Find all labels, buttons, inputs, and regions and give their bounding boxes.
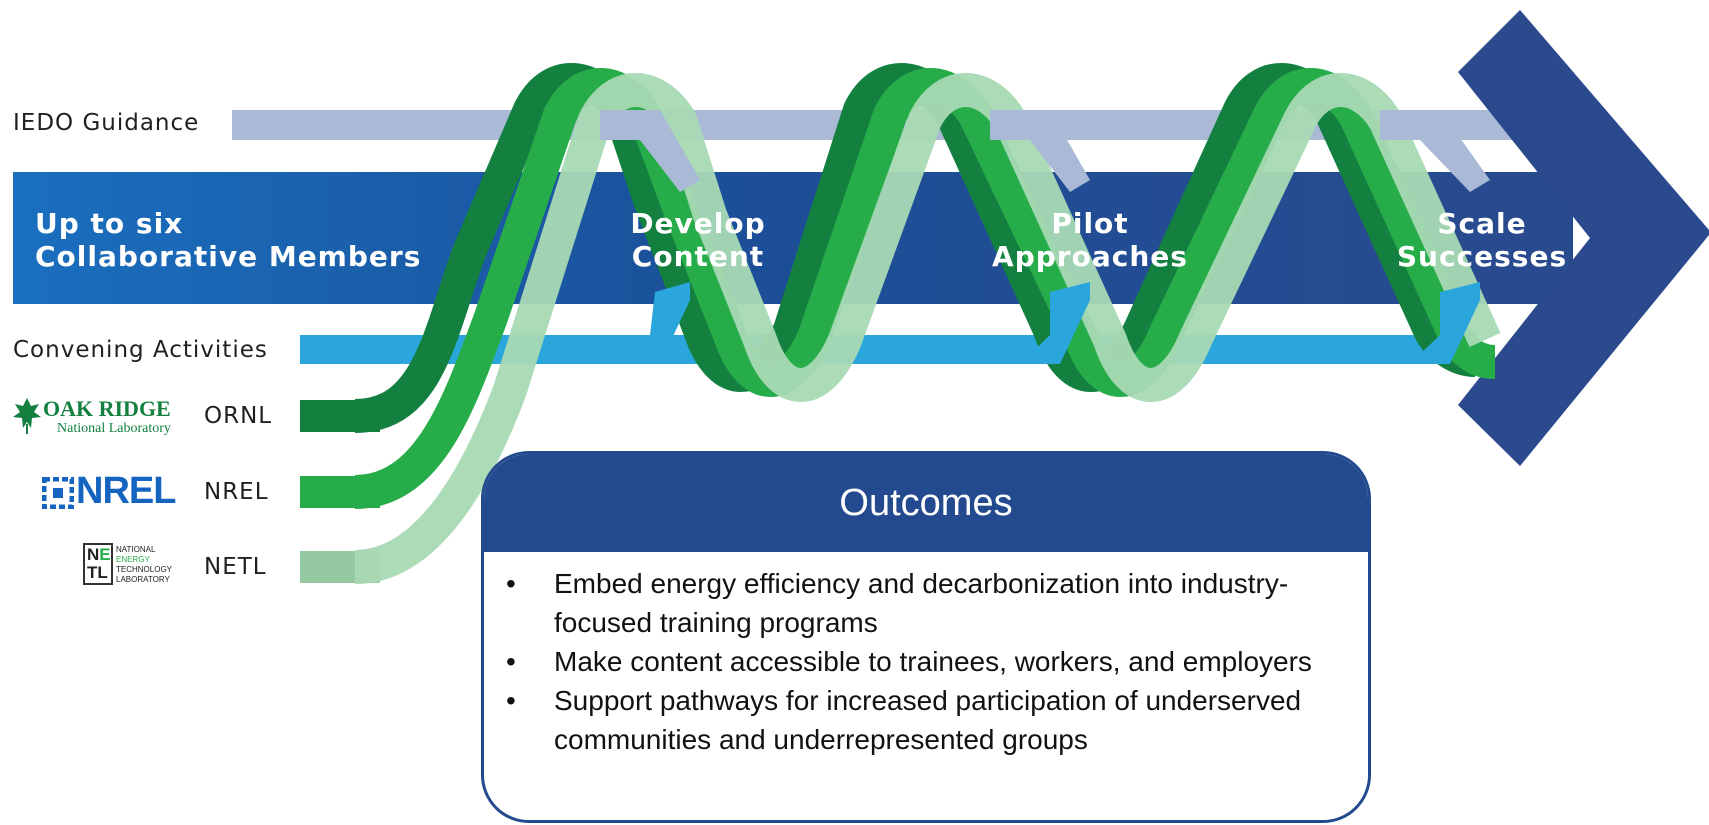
- netl-logo-letters: NE TL: [87, 546, 111, 582]
- stage-scale-successes: Scale Successes: [1372, 207, 1592, 273]
- guidance-fold-1: [600, 110, 700, 192]
- oak-leaf-icon: [13, 398, 41, 434]
- outcome-text: Make content accessible to trainees, wor…: [554, 646, 1312, 677]
- convening-fold-2: [1020, 282, 1090, 364]
- convening-fold-3: [1410, 282, 1480, 364]
- outcomes-list: • Embed energy efficiency and decarboniza…: [484, 564, 1368, 759]
- netl-letter-e: E: [99, 545, 111, 564]
- stage-scale-line2: Successes: [1396, 240, 1568, 273]
- guidance-fold-3: [1380, 110, 1490, 192]
- outcome-text: Embed energy efficiency and decarbonizat…: [554, 568, 1289, 638]
- nrel-label: NREL: [204, 479, 269, 505]
- netl-label: NETL: [204, 554, 267, 580]
- ornl-label: ORNL: [204, 403, 273, 429]
- stage-pilot-line1: Pilot: [1051, 207, 1129, 240]
- bullet-icon: •: [506, 646, 516, 677]
- collaborative-label: Up to six Collaborative Members: [35, 207, 421, 273]
- netl-word-1: NATIONAL: [116, 545, 156, 554]
- netl-logo: NE TL NATIONAL ENERGY TECHNOLOGY LABORAT…: [83, 543, 188, 589]
- stage-develop-line2: Content: [631, 240, 765, 273]
- convening-label: Convening Activities: [13, 337, 268, 363]
- stage-develop-content: Develop Content: [588, 207, 808, 273]
- bullet-icon: •: [506, 568, 516, 599]
- netl-letter-n: N: [87, 545, 100, 564]
- collaborative-label-line2: Collaborative Members: [35, 240, 422, 273]
- netl-word-3: TECHNOLOGY: [116, 565, 173, 574]
- ornl-logo-line1: OAK RIDGE: [43, 396, 171, 421]
- netl-word-4: LABORATORY: [116, 575, 170, 584]
- netl-logo-box: NE TL: [83, 543, 113, 585]
- arrow-head: [1458, 10, 1709, 466]
- netl-letter-l: L: [97, 563, 108, 582]
- outcome-item: • Make content accessible to trainees, wo…: [506, 642, 1344, 681]
- nrel-logo: NREL: [42, 470, 192, 514]
- helix-strand-light: [353, 73, 1501, 584]
- nrel-mark-icon: [42, 477, 74, 509]
- stage-develop-line1: Develop: [630, 207, 766, 240]
- guidance-label: IEDO Guidance: [13, 110, 200, 136]
- ornl-logo: OAK RIDGE National Laboratory: [13, 396, 188, 440]
- guidance-fold-2: [990, 110, 1090, 192]
- stage-pilot-approaches: Pilot Approaches: [980, 207, 1200, 273]
- outcomes-title: Outcomes: [484, 454, 1368, 552]
- netl-letter-t: T: [87, 563, 98, 582]
- stage-scale-line1: Scale: [1437, 207, 1527, 240]
- stage-pilot-line2: Approaches: [992, 240, 1188, 273]
- collaborative-label-line1: Up to six: [35, 207, 184, 240]
- outcome-item: • Embed energy efficiency and decarboniza…: [506, 564, 1344, 642]
- outcome-item: • Support pathways for increased particip…: [506, 681, 1344, 759]
- bullet-icon: •: [506, 685, 516, 716]
- netl-word-2: ENERGY: [116, 555, 150, 564]
- convening-fold-1: [620, 282, 690, 364]
- netl-logo-words: NATIONAL ENERGY TECHNOLOGY LABORATORY: [116, 545, 172, 585]
- outcome-text: Support pathways for increased participa…: [554, 685, 1302, 755]
- outcomes-box: Outcomes • Embed energy efficiency and de…: [481, 451, 1371, 823]
- ornl-logo-line2: National Laboratory: [57, 421, 171, 436]
- nrel-logo-text: NREL: [76, 470, 176, 512]
